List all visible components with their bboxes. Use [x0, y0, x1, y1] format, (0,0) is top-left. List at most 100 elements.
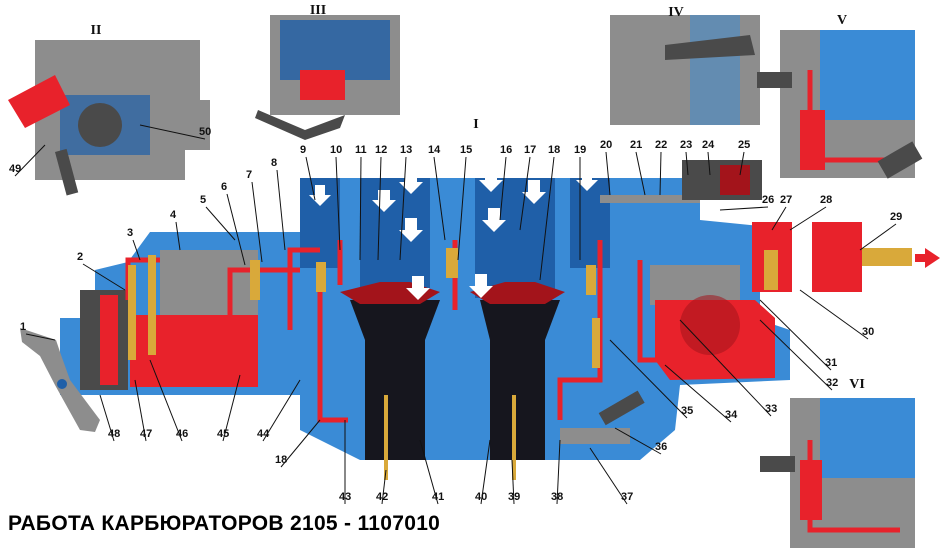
- callout-number: 13: [400, 144, 412, 156]
- leader-line: [759, 299, 832, 371]
- callout-number: 47: [140, 428, 152, 440]
- leader-line: [14, 144, 46, 177]
- central-channel-right: [570, 178, 610, 268]
- flow-arrow-icon: [399, 218, 423, 242]
- float-chamber-air-right: [650, 265, 740, 305]
- leader-line: [605, 151, 611, 196]
- fuel-inlet-fitting: [862, 248, 912, 266]
- callout-number: 50: [199, 126, 211, 138]
- leader-line: [771, 206, 787, 231]
- leader-line: [280, 419, 321, 468]
- callout-number: 23: [680, 139, 692, 151]
- callout-number: 8: [271, 157, 277, 169]
- leader-line: [305, 156, 316, 201]
- leader-line: [859, 223, 897, 251]
- leader-line: [433, 156, 446, 241]
- main-section-view: [20, 160, 940, 480]
- secondary-small-diffuser: [470, 282, 565, 304]
- leader-line: [635, 151, 646, 196]
- callout-number: 24: [702, 139, 715, 151]
- callout-number: 28: [820, 194, 832, 206]
- lever-pivot: [57, 379, 67, 389]
- callout-number: 7: [246, 169, 252, 181]
- callout-number: 15: [460, 144, 472, 156]
- leader-line: [739, 151, 745, 176]
- leader-line: [175, 221, 181, 251]
- flow-arrow-icon: [406, 276, 430, 300]
- callout-number: 25: [738, 139, 750, 151]
- callout-number: 33: [765, 403, 777, 415]
- inset-view-III: [255, 15, 400, 140]
- choke-actuator-cap: [720, 165, 750, 195]
- leader-line: [134, 379, 147, 442]
- callout-number: 41: [432, 491, 444, 503]
- leader-line: [664, 364, 732, 423]
- leader-line: [589, 447, 628, 505]
- leader-line: [381, 469, 387, 505]
- leader-line: [25, 333, 56, 341]
- inset-view-IV: [610, 15, 760, 125]
- flow-arrow-icon: [309, 185, 331, 206]
- diagram-title: РАБОТА КАРБЮРАТОРОВ 2105 - 1107010: [8, 512, 441, 535]
- callout-number: 44: [257, 428, 270, 440]
- idle-adjust-screw: [560, 428, 630, 444]
- callout-number: 16: [500, 144, 512, 156]
- leader-line: [222, 374, 241, 442]
- leader-line: [759, 319, 833, 391]
- leader-line: [685, 151, 689, 176]
- inset-view-II: [8, 40, 210, 196]
- view-label-I: I: [473, 117, 478, 132]
- idle-solenoid: [598, 390, 645, 426]
- callout-number: 9: [300, 144, 306, 156]
- leader-line: [679, 319, 772, 417]
- float: [680, 295, 740, 355]
- callout-number: 40: [475, 491, 487, 503]
- leader-line: [556, 439, 561, 505]
- jets: [128, 248, 600, 368]
- leader-line: [499, 156, 507, 221]
- secondary-throttle-spindle: [512, 395, 516, 480]
- flow-arrows: [309, 168, 940, 300]
- flow-arrow-icon: [482, 208, 506, 232]
- callout-number: 45: [217, 428, 229, 440]
- leader-line: [276, 169, 286, 251]
- callout-number: 4: [170, 209, 177, 221]
- leader-line: [419, 439, 439, 505]
- view-label-III: III: [310, 3, 326, 18]
- leader-line: [99, 394, 115, 442]
- leader-line: [539, 156, 555, 281]
- callout-number: 14: [428, 144, 441, 156]
- callout-number: 18: [275, 454, 287, 466]
- leader-line: [457, 156, 467, 261]
- callout-number: 10: [330, 144, 342, 156]
- leader-line: [359, 156, 362, 261]
- callout-number: 17: [524, 144, 536, 156]
- secondary-diffuser: [480, 300, 560, 460]
- flow-arrow-icon: [479, 168, 503, 192]
- callout-number: 6: [221, 181, 227, 193]
- callout-number: 22: [655, 139, 667, 151]
- callout-number: 2: [77, 251, 83, 263]
- callout-number: 1: [20, 321, 26, 333]
- leader-line: [719, 206, 769, 211]
- callout-number: 21: [630, 139, 642, 151]
- callout-number: 20: [600, 139, 612, 151]
- leader-line: [139, 124, 206, 140]
- callout-number: 32: [826, 377, 838, 389]
- callout-number: 48: [108, 428, 120, 440]
- callout-number: 35: [681, 405, 693, 417]
- callout-number: 31: [825, 357, 837, 369]
- leader-line: [519, 156, 531, 231]
- leader-line: [614, 427, 662, 455]
- callout-number: 29: [890, 211, 902, 223]
- callout-number: 30: [862, 326, 874, 338]
- leader-line: [399, 156, 407, 261]
- choke-linkage-rod: [600, 195, 700, 203]
- float-chamber-air-left: [160, 250, 258, 315]
- inset-view-VI: [760, 398, 915, 548]
- view-label-V: V: [837, 13, 847, 28]
- view-label-II: II: [91, 23, 102, 38]
